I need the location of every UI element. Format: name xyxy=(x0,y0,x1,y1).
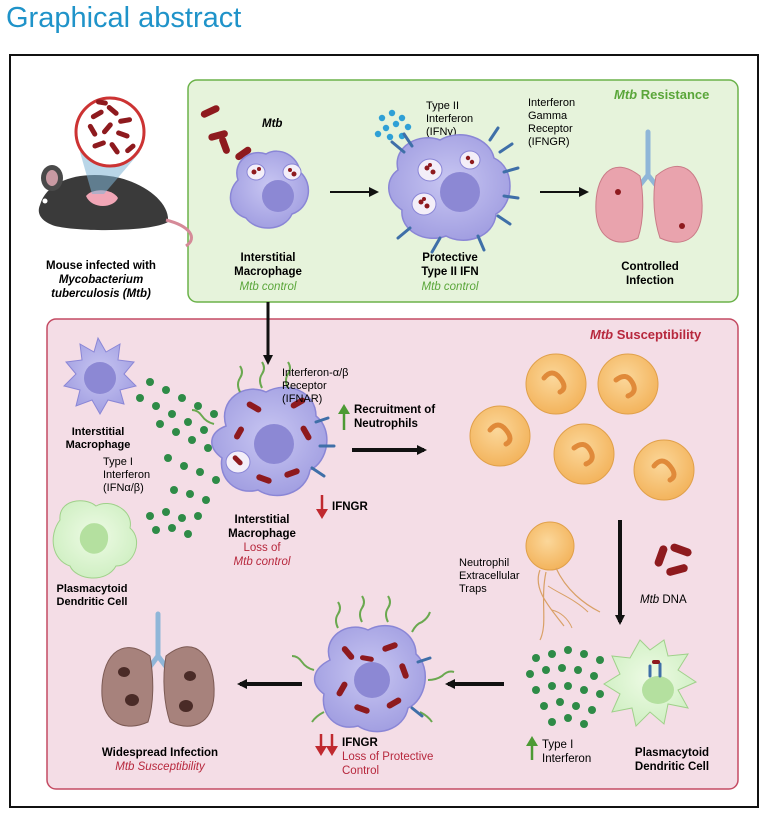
recruitment-line2: Neutrophils xyxy=(354,418,418,430)
center-interstitial-macrophage xyxy=(191,361,336,497)
mouse-label-line3: tuberculosis (Mtb) xyxy=(51,288,151,300)
net-line2: Extracellular xyxy=(459,570,520,582)
right-pdc-line2: Dendritic Cell xyxy=(635,761,709,773)
right-pdc-line1: Plasmacytoid xyxy=(635,747,709,759)
neutrophil-extracellular-trap xyxy=(525,521,601,641)
protective-line1: Protective xyxy=(422,252,478,264)
center-macrophage-status2: Mtb control xyxy=(234,556,291,568)
mouse-label-line1: Mouse infected with xyxy=(46,260,156,272)
ifn-alpha-beta-dots-left xyxy=(136,378,220,538)
ifngr-line4: (IFNGR) xyxy=(528,136,570,148)
type2-line1: Type II xyxy=(426,100,459,112)
center-macrophage-status1: Loss of xyxy=(243,542,281,554)
type2-line2: Interferon xyxy=(426,113,473,125)
protective-status: Mtb control xyxy=(422,281,479,293)
net-line3: Traps xyxy=(459,583,487,595)
macrophage-label-line1: Interstitial xyxy=(241,252,296,264)
mtb-dna-bacteria xyxy=(654,543,692,576)
type1-up-line2: Interferon xyxy=(542,753,591,765)
left-pdc-line1: Plasmacytoid xyxy=(57,583,128,595)
macrophage-status: Mtb control xyxy=(240,281,297,293)
ifnar-line2: Receptor xyxy=(282,380,327,392)
left-interstitial-macrophage xyxy=(63,336,137,416)
resistance-title: Mtb Resistance xyxy=(614,87,709,102)
mtb-label: Mtb xyxy=(262,118,282,130)
protective-line2: Type II IFN xyxy=(421,266,478,278)
recruitment-line1: Recruitment of xyxy=(354,404,435,416)
controlled-line2: Infection xyxy=(626,275,674,287)
diseased-lung xyxy=(101,611,215,727)
left-macrophage-line2: Macrophage xyxy=(66,439,131,451)
susceptibility-title: Mtb Susceptibility xyxy=(590,327,702,342)
center-macrophage-line1: Interstitial xyxy=(235,514,290,526)
loss-protective-line1: Loss of Protective xyxy=(342,751,433,763)
ifngr-line3: Receptor xyxy=(528,123,573,135)
macrophage-label-line2: Macrophage xyxy=(234,266,302,278)
widespread-line2: Mtb Susceptibility xyxy=(115,761,206,773)
bottom-interstitial-macrophage xyxy=(291,595,455,733)
ifngr-down-label: IFNGR xyxy=(332,501,368,513)
ifnar-line1: Interferon-α/β xyxy=(282,367,349,379)
type1-line2: Interferon xyxy=(103,469,150,481)
left-plasmacytoid-dendritic-cell xyxy=(52,500,138,579)
neutrophils xyxy=(469,353,695,501)
type1-line1: Type I xyxy=(103,456,133,468)
double-down-arrow-ifngr xyxy=(315,734,338,756)
left-pdc-line2: Dendritic Cell xyxy=(57,596,128,608)
ifngr-line2: Gamma xyxy=(528,110,568,122)
ifnar-line3: (IFNAR) xyxy=(282,393,322,405)
ifngr-line1: Interferon xyxy=(528,97,575,109)
type1-up-line1: Type I xyxy=(542,739,573,751)
left-macrophage-line1: Interstitial xyxy=(72,426,125,438)
type1-line3: (IFNα/β) xyxy=(103,482,144,494)
page-title: Graphical abstract xyxy=(6,2,242,34)
mtb-bacteria xyxy=(200,105,252,161)
right-plasmacytoid-dendritic-cell xyxy=(603,639,698,727)
controlled-line1: Controlled xyxy=(621,261,679,273)
ifn-dots-right xyxy=(526,646,604,728)
loss-protective-line2: Control xyxy=(342,765,379,777)
ifngr-double-label: IFNGR xyxy=(342,737,378,749)
widespread-line1: Widespread Infection xyxy=(102,747,218,759)
mouse-label-line2: Mycobacterium xyxy=(59,274,143,286)
mtb-dna-label: Mtb DNA xyxy=(640,594,687,606)
center-macrophage-line2: Macrophage xyxy=(228,528,296,540)
protective-macrophage xyxy=(388,126,520,254)
type2-line3: (IFNγ) xyxy=(426,126,457,138)
healthy-lung xyxy=(595,129,703,243)
mouse-illustration xyxy=(38,96,193,248)
net-line1: Neutrophil xyxy=(459,557,509,569)
interstitial-macrophage-resistance xyxy=(229,150,310,229)
